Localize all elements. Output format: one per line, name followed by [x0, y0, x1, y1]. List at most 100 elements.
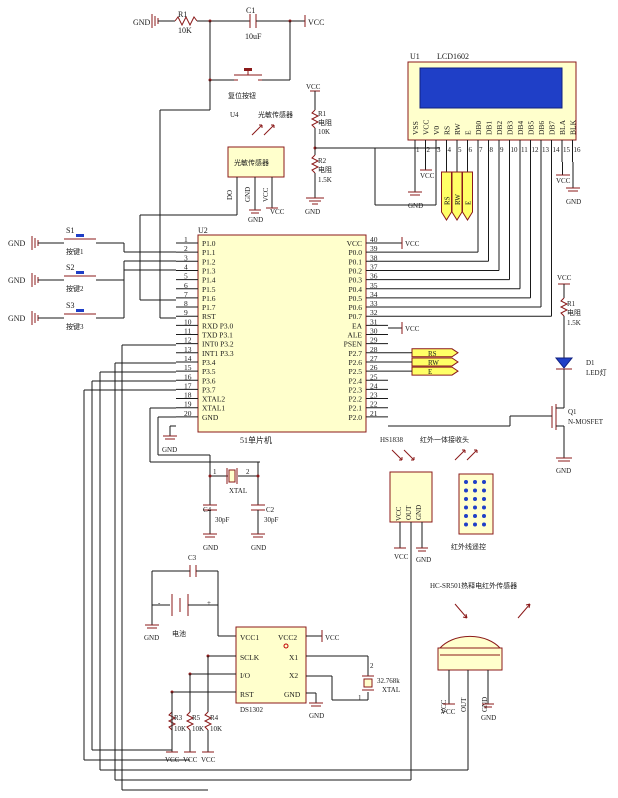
rtc-chip: VCC1 VCC2 SCLK X1 I/O X2 RST GND DS1302 …	[165, 626, 400, 764]
ir-module-name: HS1838	[380, 436, 403, 444]
mcu-pin-p2-0: P2.0	[348, 413, 362, 422]
lcd-pin-number: 7	[479, 146, 483, 154]
lcd-ref: U1	[410, 52, 420, 61]
gnd-label: GND	[566, 198, 581, 206]
gnd-label: GND	[8, 314, 26, 323]
battery-circuit: C3 - + 电池 GND	[144, 554, 236, 642]
rtc-pin-io: I/O	[240, 671, 251, 680]
light-sensor-title: 光敏传感器	[258, 110, 293, 119]
led-driver: VCC R1 电阻 1.5K D1 LED灯 Q1 N-MOSFET GND	[388, 274, 607, 475]
mcu-right-pin-number: 25	[370, 372, 378, 381]
rtc-pin-rst: RST	[240, 690, 254, 699]
mcu-right-pin-number: 21	[370, 409, 378, 418]
vcc-label: VCC	[306, 83, 321, 91]
rtc-pullup-resistor	[203, 711, 213, 731]
crystal-pin2: 2	[246, 468, 250, 476]
lcd-pin-number: 5	[458, 146, 462, 154]
led-resistor-value: 1.5K	[567, 319, 581, 327]
lcd-pin-v0: V0	[432, 126, 441, 135]
mcu-pin-p2-1: P2.1	[348, 404, 362, 413]
light-pin-vcc: VCC	[262, 187, 270, 202]
reset-capacitor-value: 10uF	[245, 32, 262, 41]
vcc-label: VCC	[557, 274, 572, 282]
lcd-pin-number: 1	[416, 146, 420, 154]
mcu-right-pin-number: 37	[370, 262, 378, 271]
remote-key	[464, 505, 468, 510]
remote-key	[464, 514, 468, 518]
mcu-pin-rst: RST	[202, 312, 216, 321]
mcu-pin-p3-7: P3.7	[202, 385, 216, 394]
lcd-pins: VSS1VCC2V03RS4RW5E6DB07DB18DB29DB310DB41…	[408, 119, 581, 210]
led-resistor-name: 电阻	[567, 308, 581, 317]
battery-minus: -	[158, 599, 161, 607]
pir-title: HC-SR501热释电红外传感器	[430, 581, 517, 590]
ir-pin-out: OUT	[405, 505, 413, 520]
mcu-ref: U2	[198, 226, 208, 235]
light-pin-gnd: GND	[244, 187, 252, 202]
ir-title: 红外一体接收头	[420, 435, 469, 444]
gnd-label: GND	[408, 202, 423, 210]
gnd-label: GND	[203, 544, 218, 552]
lcd-pin-rs: RS	[443, 126, 452, 135]
ir-pin-gnd: GND	[415, 505, 423, 520]
remote-key	[482, 522, 486, 527]
lcd-pin-bla: BLA	[558, 119, 567, 135]
rtc-pin-vcc1: VCC1	[240, 633, 259, 642]
remote-key	[473, 488, 477, 493]
mcu-pin-p3-6: P3.6	[202, 376, 216, 385]
lcd-pin-db1: DB1	[485, 121, 494, 135]
mcu-pin-ale: ALE	[347, 331, 362, 340]
mcu-bus-tag-label: RW	[428, 359, 439, 367]
lcd-module: U1 LCD1602 VSS1VCC2V03RS4RW5E6DB07DB18DB…	[407, 52, 581, 210]
vcc-label: VCC	[325, 634, 340, 642]
mcu-right-pin-number: 26	[370, 363, 378, 372]
reset-resistor-value: 10K	[178, 26, 192, 35]
vcc-label: VCC	[201, 756, 216, 764]
lcd-r2-value: 1.5K	[318, 176, 332, 184]
mcu-left-pin-number: 15	[184, 363, 192, 372]
lcd-r2-name: 电阻	[318, 165, 332, 174]
rtc-xtal-pin1: 1	[358, 694, 362, 702]
lcd-r1-value: 10K	[318, 128, 330, 136]
mcu-right-pin-number: 31	[370, 317, 378, 326]
c2-ref: C2	[266, 506, 275, 514]
lcd-model: LCD1602	[437, 52, 469, 61]
mcu-pin-ea: EA	[352, 321, 363, 330]
mcu-pin-p1-0: P1.0	[202, 239, 216, 248]
rtc-resistor-ref: R5	[192, 714, 201, 722]
gnd-label: GND	[162, 446, 177, 454]
crystal-label: XTAL	[229, 487, 247, 495]
mcu-pin-p0-7: P0.7	[348, 312, 362, 321]
rtc-xtal-value: 32.768k	[377, 677, 400, 685]
button-label: 按键1	[66, 247, 84, 256]
mcu-pin-p0-4: P0.4	[348, 285, 362, 294]
remote-key	[482, 488, 486, 493]
gnd-label: GND	[8, 239, 26, 248]
remote-key	[464, 488, 468, 493]
mcu-pin-p0-6: P0.6	[348, 303, 362, 312]
mcu-left-pin-number: 3	[184, 253, 188, 262]
mcu-right-pin-number: 23	[370, 391, 378, 400]
lcd-pin-db6: DB6	[537, 121, 546, 135]
lcd-pin-vcc: VCC	[422, 120, 431, 135]
mcu-left-pin-number: 16	[184, 372, 192, 381]
mcu-left-pin-number: 7	[184, 290, 188, 299]
ir-receiver: HS1838 红外一体接收头 VCC OUT GND VCC GND 红外线遥控	[380, 435, 494, 780]
gnd-label: GND	[133, 18, 151, 27]
bus-tag-rs	[441, 171, 452, 221]
reset-button	[234, 68, 262, 81]
mcu-right-pin-number: 30	[370, 327, 378, 336]
mosfet-symbol	[551, 404, 565, 430]
button-ref: S1	[66, 226, 74, 235]
mcu-bus-tag-rs	[411, 348, 459, 358]
bus-tag-label: RS	[444, 196, 452, 205]
mcu-pin-txd-p3-1: TXD P3.1	[202, 331, 233, 340]
mcu-pin-xtal2: XTAL2	[202, 395, 225, 404]
mcu-right-pin-number: 24	[370, 381, 378, 390]
mcu-pin-p0-1: P0.1	[348, 257, 362, 266]
mcu-right-pin-number: 28	[370, 345, 378, 354]
gnd-label: GND	[8, 276, 26, 285]
mcu-pin-p1-6: P1.6	[202, 294, 216, 303]
